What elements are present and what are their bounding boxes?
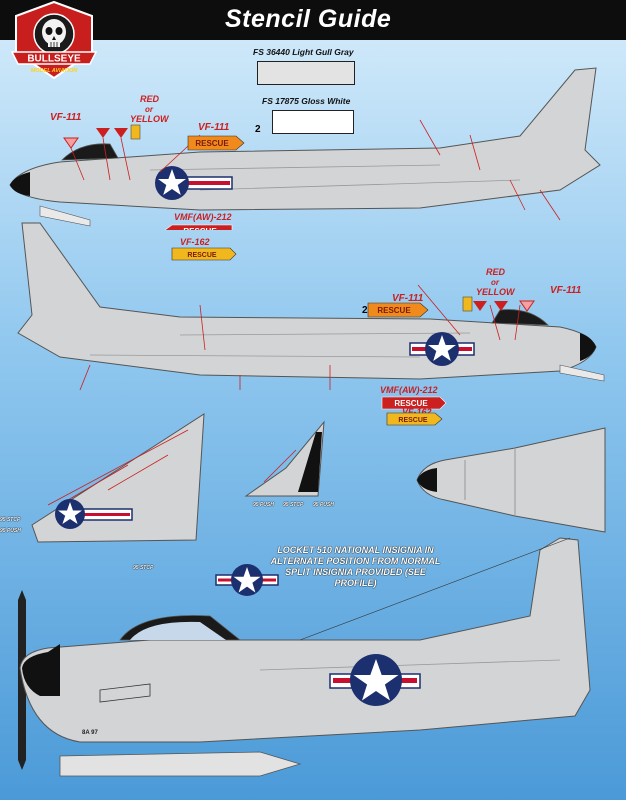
stencil-label-1: 95 STCP (0, 517, 21, 523)
insignia-star (155, 166, 233, 200)
logo-tagline: MODEL AVIATION (31, 68, 79, 74)
loose-insignia (215, 564, 279, 596)
swatch-label-gull-gray: FS 36440 Light Gull Gray (253, 47, 354, 57)
callout-rescue-c: RESCUE (187, 252, 217, 259)
engine-top-view (416, 427, 606, 533)
swatch-gloss-white (272, 110, 354, 134)
callout-vf111: VF-111 (50, 112, 82, 123)
callout-vf111-b: VF-111 (198, 122, 230, 133)
callout-vf111-c: VF-111 (392, 293, 424, 304)
callout-rescue-e: RESCUE (394, 399, 428, 408)
insignia-star-3 (329, 654, 421, 706)
stencil-label-2: 95 PUSH (0, 528, 21, 534)
footnote-mark: 2 (255, 124, 261, 135)
vf162-tag: VF-162 RESCUE (171, 237, 237, 261)
insignia-note: LOCKET 510 NATIONAL INSIGNIA IN ALTERNAT… (270, 545, 441, 588)
callout-vmf-2: VMF(AW)-212 (380, 385, 438, 395)
callout-or: or (145, 105, 154, 114)
callout-chevrons-2 (462, 296, 535, 312)
stencil-label-4: 95 PUSH (253, 502, 274, 508)
swatch-label-gloss-white: FS 17875 Gloss White (262, 96, 351, 106)
insignia-star-2 (409, 332, 475, 366)
callout-vf162-2: VF-162 (402, 407, 432, 417)
tail-fin (244, 420, 325, 497)
callout-rescue-a: RESCUE (195, 139, 229, 148)
stencil-label-5: 95 STCP (283, 502, 304, 508)
callout-or-2: or (491, 278, 500, 287)
crusader-profile-left: VF-111 RED or YELLOW VF-111 2 RESCUE VMF… (9, 67, 601, 230)
header-bar (0, 0, 626, 40)
swatch-gull-gray (257, 61, 355, 85)
footnote-mark-2: 2 (362, 305, 368, 316)
tail-code: 8A 97 (82, 730, 98, 736)
callout-red-2: RED (486, 267, 506, 277)
crusader-profile-right: VF-111 RED or YELLOW VF-111 2 RESCUE VMF… (17, 222, 605, 417)
callout-red: RED (140, 94, 160, 104)
callout-vf111-d: VF-111 (550, 285, 582, 296)
folded-wing (31, 413, 205, 543)
callout-vmf: VMF(AW)-212 (174, 212, 232, 222)
callout-chevrons (63, 124, 141, 149)
stencil-label-3: 95 STCP (133, 565, 154, 571)
callout-rescue-b: RESCUE (183, 227, 217, 230)
logo-brand: BULLSEYE (27, 54, 81, 65)
bullseye-logo: BULLSEYE MODEL AVIATION (10, 0, 98, 80)
callout-vf162: VF-162 (180, 237, 210, 247)
callout-yellow: YELLOW (130, 114, 170, 124)
callout-rescue-f: RESCUE (398, 417, 428, 424)
stencil-label-6: 95 PUSH (313, 502, 334, 508)
callout-rescue-d: RESCUE (377, 306, 411, 315)
rescue-tag-yellow: RESCUE (386, 412, 443, 426)
callout-yellow-2: YELLOW (476, 287, 516, 297)
skyraider-profile: 8A 97 (18, 537, 591, 777)
page-title: Stencil Guide (225, 5, 392, 33)
